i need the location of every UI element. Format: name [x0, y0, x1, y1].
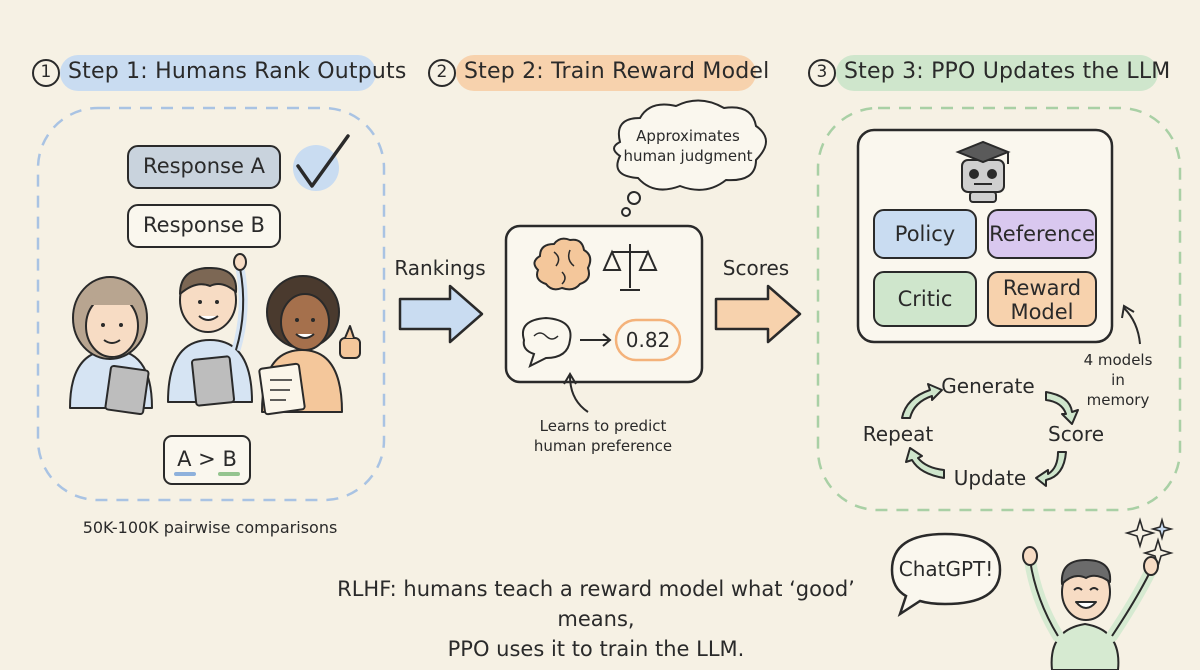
step3-title: 3 Step 3: PPO Updates the LLM [808, 59, 1170, 87]
step2-title: 2 Step 2: Train Reward Model [428, 59, 769, 87]
response-b-label: Response B [143, 213, 265, 237]
cycle-arrows [901, 383, 1079, 487]
score-badge [614, 318, 682, 362]
footer-caption: RLHF: humans teach a reward model what ‘… [296, 574, 896, 664]
celebrating-person-icon [1022, 546, 1159, 670]
loop-repeat: Repeat [862, 422, 934, 446]
reward-model-mini-box [987, 271, 1097, 327]
checkmark-icon [293, 134, 350, 191]
learns-pointer-arrow [563, 372, 589, 413]
loop-generate: Generate [941, 374, 1035, 398]
loop-score: Score [1047, 422, 1105, 446]
rankings-arrow [398, 284, 484, 344]
step1-caption: 50K-100K pairwise comparisons [82, 518, 338, 537]
step2-title-text: Step 2: Train Reward Model [464, 59, 770, 84]
speech-bubble [890, 532, 1002, 617]
step1-panel [36, 106, 386, 502]
footer-line-1: RLHF: humans teach a reward model what ‘… [337, 577, 855, 631]
score-value: 0.82 [625, 328, 671, 352]
reference-box [987, 209, 1097, 259]
ranking-label: A > B [177, 447, 237, 471]
brain-icon [533, 237, 592, 291]
thought-cloud-icon [613, 99, 767, 217]
scale-icon [602, 244, 658, 291]
chat-bubble-icon [522, 316, 572, 368]
response-a-label: Response A [143, 154, 265, 178]
memory-pointer-arrow [1121, 304, 1141, 345]
scores-label: Scores [722, 256, 790, 280]
rankings-label: Rankings [394, 256, 486, 280]
response-b-box [127, 204, 281, 248]
policy-box [873, 209, 977, 259]
loop-update: Update [953, 466, 1027, 490]
people-group-icon [69, 253, 361, 416]
step2-number-badge: 2 [428, 59, 456, 87]
step2-caption: Learns to predict human preference [533, 417, 673, 455]
speech-text: ChatGPT! [898, 557, 994, 581]
step3-title-text: Step 3: PPO Updates the LLM [844, 59, 1171, 84]
step3-title-highlight [836, 55, 1158, 91]
reward-model-label: Reward Model [1002, 276, 1082, 324]
score-arrow [580, 333, 612, 347]
step1-title-highlight [60, 55, 376, 91]
step3-number-badge: 3 [808, 59, 836, 87]
memory-note: 4 models in memory [1083, 351, 1153, 409]
critic-label: Critic [897, 287, 953, 311]
thought-text: Approximates human judgment [623, 127, 753, 165]
step1-title-text: Step 1: Humans Rank Outputs [68, 59, 407, 84]
reference-label: Reference [989, 222, 1095, 246]
policy-label: Policy [894, 222, 956, 246]
response-a-box [127, 145, 281, 189]
step1-number-badge: 1 [32, 59, 60, 87]
robot-with-grad-cap-icon [955, 140, 1011, 203]
scores-arrow [714, 284, 802, 344]
footer-line-2: PPO uses it to train the LLM. [447, 637, 745, 661]
critic-box [873, 271, 977, 327]
step2-title-highlight [456, 55, 756, 91]
step1-title: 1 Step 1: Humans Rank Outputs [32, 59, 407, 87]
